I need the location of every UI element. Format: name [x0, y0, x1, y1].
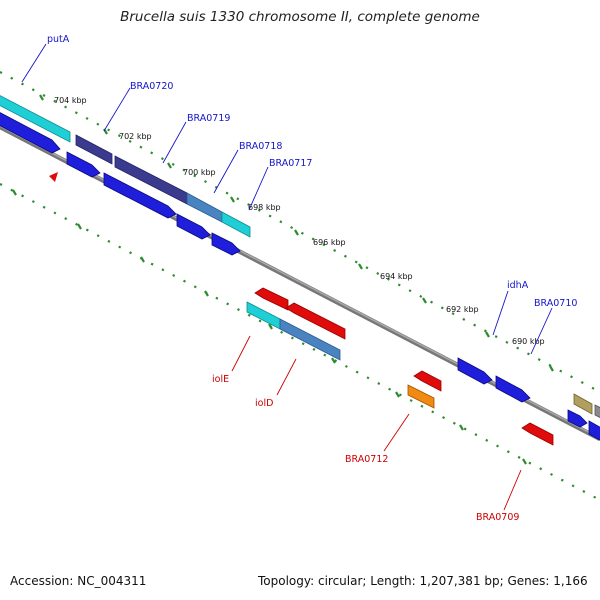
forward-leader-lines [21, 43, 553, 355]
gene-ioie[interactable] [246, 301, 281, 330]
accession-text: Accession: NC_004311 [10, 574, 147, 588]
kbp-label: 698 kbp [248, 203, 281, 212]
kbp-label: 702 kbp [119, 132, 152, 141]
kbp-label: 694 kbp [380, 272, 413, 281]
gene-arrow[interactable] [66, 151, 101, 178]
gene-bra0720[interactable] [75, 134, 113, 165]
gene-red-arrow[interactable] [254, 287, 289, 311]
reverse-strand [49, 172, 554, 446]
label-iole[interactable]: iolE [212, 374, 229, 385]
outer-tick-ring [0, 71, 600, 393]
label-bra0718[interactable]: BRA0718 [239, 141, 282, 152]
gene-arrow[interactable] [567, 409, 588, 428]
gene-arrow[interactable] [211, 232, 241, 256]
gene-arrow[interactable] [176, 213, 211, 240]
outer-major-ticks [39, 94, 554, 372]
kbp-label: 704 kbp [54, 96, 87, 105]
label-bra0719[interactable]: BRA0719 [187, 113, 230, 124]
label-bra0710[interactable]: BRA0710 [534, 298, 577, 309]
inner-major-ticks [12, 189, 527, 465]
gene-arrow[interactable] [103, 172, 177, 219]
gene-olive[interactable] [573, 393, 593, 415]
map-title: Brucella suis 1330 chromosome II, comple… [120, 9, 480, 25]
genome-info-text: Topology: circular; Length: 1,207,381 bp… [258, 574, 588, 588]
kbp-label: 696 kbp [313, 238, 346, 247]
gene-grey[interactable] [594, 404, 600, 420]
label-bra0712[interactable]: BRA0712 [345, 454, 388, 465]
forward-inner-row [0, 110, 600, 443]
gene-bra0718[interactable] [186, 192, 223, 223]
inner-tick-ring [0, 183, 600, 501]
gene-arrow[interactable] [495, 375, 531, 403]
label-bra0717[interactable]: BRA0717 [269, 158, 312, 169]
gene-bra0709[interactable] [521, 422, 554, 446]
gene-arrow[interactable] [588, 420, 600, 443]
kbp-label: 690 kbp [512, 337, 545, 346]
gene-arrow[interactable] [0, 110, 61, 154]
label-bra0709[interactable]: BRA0709 [476, 512, 519, 523]
label-puta[interactable]: putA [47, 34, 70, 45]
gene-red-arrow[interactable] [285, 302, 346, 340]
label-bra0720[interactable]: BRA0720 [130, 81, 173, 92]
label-iold[interactable]: iolD [255, 398, 273, 409]
label-idha[interactable]: idhA [507, 280, 529, 291]
gene-red-arrow[interactable] [413, 370, 442, 392]
gene-iold[interactable] [279, 318, 341, 361]
forward-outer-row [0, 93, 251, 238]
gene-bra0712[interactable] [407, 384, 435, 409]
gene-puta[interactable] [0, 93, 71, 143]
gene-arrow[interactable] [457, 357, 493, 385]
gene-bra0717[interactable] [221, 211, 251, 238]
kbp-label: 700 kbp [183, 168, 216, 177]
reverse-leader-lines [231, 335, 522, 511]
marker-triangle [49, 172, 58, 182]
kbp-label: 692 kbp [446, 305, 479, 314]
